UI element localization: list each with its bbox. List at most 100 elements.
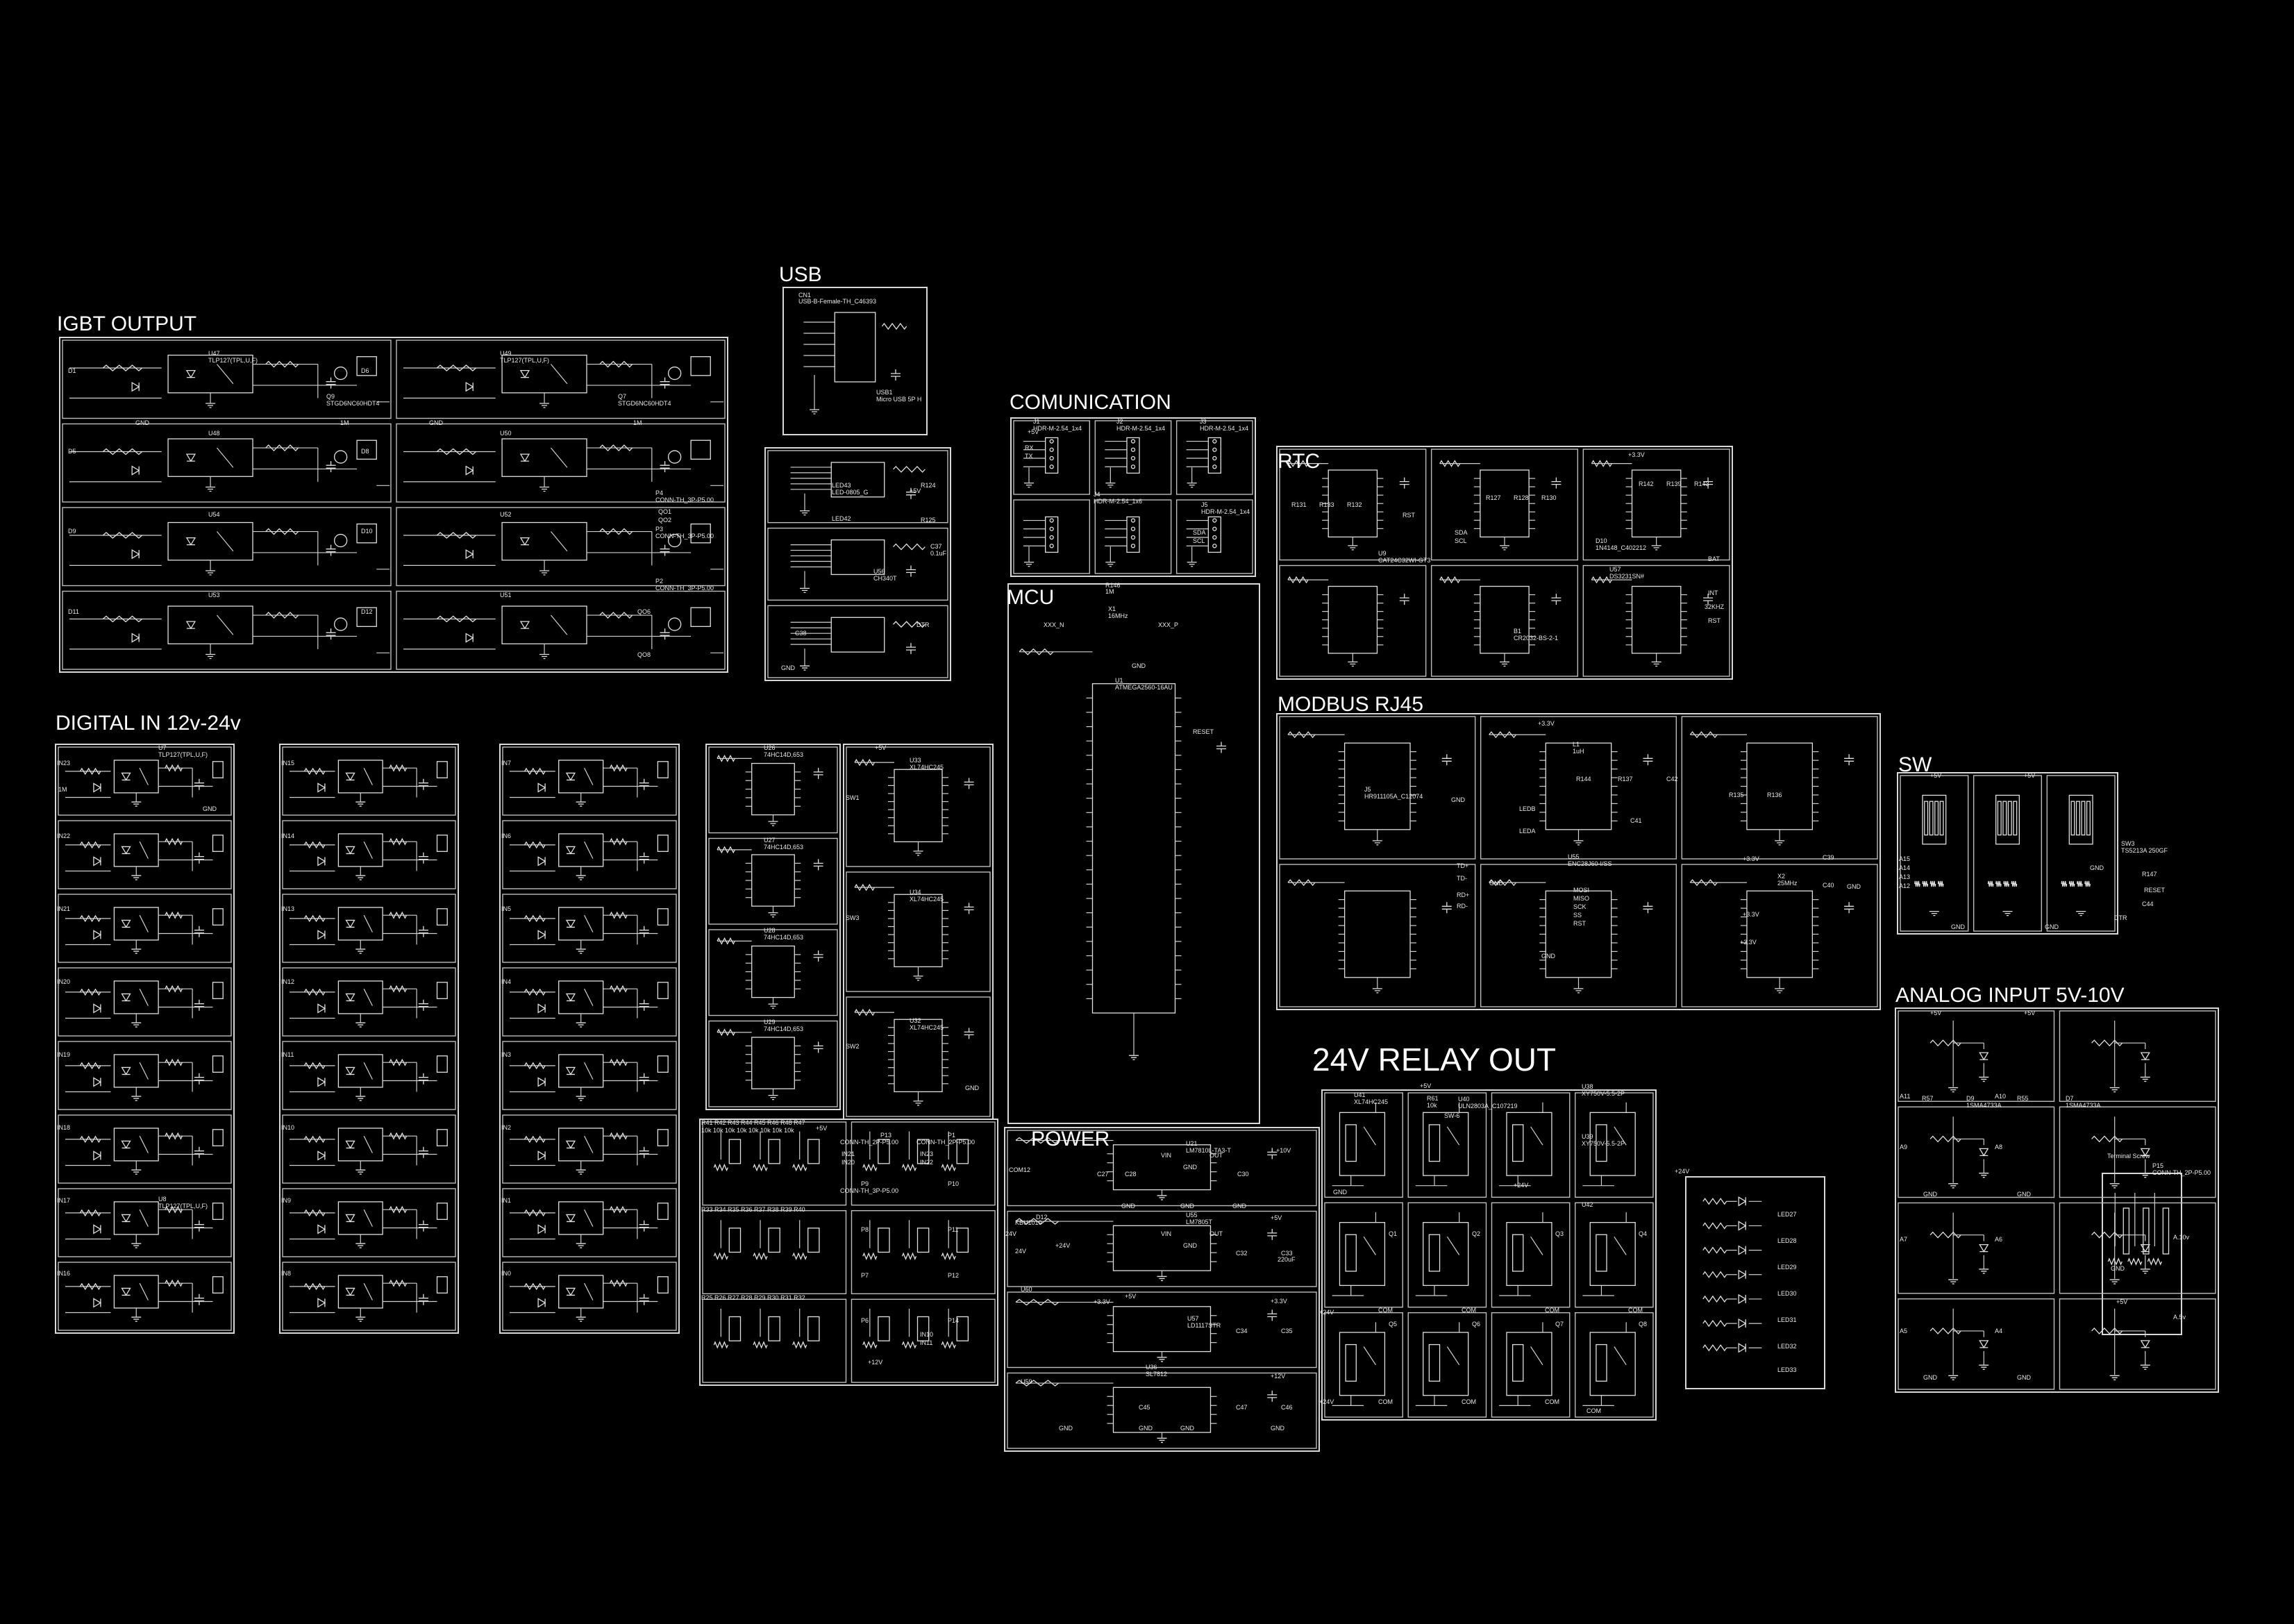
component-label: IN11 <box>920 1339 932 1346</box>
relay-body <box>1339 1222 1386 1287</box>
capacitor-symbol <box>194 1294 204 1305</box>
sub-block <box>62 590 392 670</box>
resistor-symbol <box>102 532 142 539</box>
component-label: 1N4148_C402212 <box>1596 544 1646 551</box>
pin <box>1130 439 1136 444</box>
component-label: IN6 <box>501 832 511 839</box>
sub-block <box>396 423 726 503</box>
diode-symbol <box>1738 1343 1747 1353</box>
capacitor-symbol <box>326 628 336 640</box>
terminal-block <box>878 1139 890 1164</box>
diode-symbol <box>345 993 355 1002</box>
component-label: GND <box>1923 1374 1938 1381</box>
relay-coil <box>1596 1343 1607 1382</box>
terminal <box>690 356 711 376</box>
relay-body <box>1589 1112 1636 1176</box>
component-label: R61 <box>1427 1095 1439 1102</box>
resistor-symbol <box>2147 1257 2162 1266</box>
resistor-symbol <box>436 615 476 623</box>
resistor-symbol <box>389 1279 407 1287</box>
resistor-symbol <box>165 1205 183 1214</box>
relay-body <box>1423 1332 1469 1396</box>
capacitor-symbol <box>1551 477 1562 489</box>
component-label: A.10v <box>2173 1234 2190 1241</box>
component-label: OUT <box>1209 1152 1223 1159</box>
wire <box>550 614 568 635</box>
pin <box>1130 464 1136 469</box>
transistor-symbol <box>668 617 682 631</box>
pin <box>1130 526 1136 531</box>
component-label: XXX_P <box>1158 621 1178 628</box>
sub-block <box>2059 1010 2216 1102</box>
relay-body <box>1506 1332 1552 1396</box>
sub-block <box>1582 449 1730 561</box>
component-label: +24V <box>1319 1398 1334 1405</box>
component-label: RESET <box>1193 728 1214 735</box>
relay-body <box>1506 1222 1552 1287</box>
component-label: GND <box>1180 1425 1195 1432</box>
resistor-symbol <box>102 365 142 371</box>
component-label: C30 <box>1237 1171 1249 1178</box>
sub-block <box>1279 716 1476 860</box>
component-label: U36 <box>1146 1364 1157 1371</box>
resistor-symbol <box>165 764 183 772</box>
section-frame <box>1895 1007 2219 1393</box>
component-label: C32 <box>1236 1250 1248 1257</box>
diode-symbol <box>185 370 196 378</box>
diode-symbol <box>93 1003 102 1014</box>
resistor-symbol <box>599 528 633 535</box>
component-label: R131 <box>1291 501 1307 508</box>
sub-block <box>767 605 948 678</box>
section-frame <box>1004 1127 1320 1452</box>
relay-coil <box>1596 1124 1607 1162</box>
capacitor-symbol <box>639 926 649 937</box>
terminal-block <box>2162 1207 2170 1255</box>
capacitor-symbol <box>418 999 428 1011</box>
diode-symbol <box>317 930 326 940</box>
component-label: +5V <box>1028 428 1039 435</box>
resistor-symbol <box>753 1252 768 1260</box>
diode-symbol <box>565 846 576 855</box>
component-label: LM7805T <box>1186 1219 1213 1225</box>
component-label: J1 <box>1033 418 1040 425</box>
pin <box>1212 526 1217 531</box>
diode-symbol <box>465 633 474 643</box>
component-label: LED32 <box>1777 1343 1797 1350</box>
component-label: D12 <box>1036 1214 1048 1221</box>
diode-symbol <box>519 621 530 630</box>
resistor-symbol <box>165 985 183 993</box>
resistor-symbol <box>524 841 546 849</box>
component-label: CR2032-BS-2-1 <box>1514 635 1558 642</box>
component-label: GND <box>1183 1242 1198 1249</box>
block-frame <box>705 744 841 1110</box>
transistor-symbol <box>668 533 682 548</box>
resistor-symbol <box>2091 1135 2123 1143</box>
component-label: LED-0805_G <box>832 489 869 496</box>
capacitor-symbol <box>906 643 916 655</box>
capacitor-symbol <box>194 852 204 864</box>
diode-symbol <box>121 846 131 855</box>
component-label: Q2 <box>1472 1230 1480 1237</box>
ground-symbol <box>2109 1087 2120 1093</box>
component-label: GND <box>1333 1189 1348 1196</box>
component-label: R146 <box>1105 582 1121 589</box>
sub-block <box>1575 1312 1654 1418</box>
diode-symbol <box>121 919 131 928</box>
resistor-symbol <box>1914 880 1920 887</box>
resistor-symbol <box>599 444 633 451</box>
wire <box>363 1062 373 1080</box>
wire <box>216 531 234 552</box>
section-frame <box>1276 446 1733 680</box>
resistor-symbol <box>609 985 628 993</box>
diode-symbol <box>565 919 576 928</box>
wire <box>584 1209 594 1227</box>
sub-block <box>767 527 948 601</box>
sub-block <box>58 820 232 889</box>
component-label: 1M <box>340 419 349 426</box>
wire <box>139 767 149 785</box>
component-label: TLP127(TPL,U,F) <box>500 357 549 364</box>
component-label: U33 <box>910 757 921 764</box>
resistor-symbol <box>524 1209 546 1217</box>
section-frame <box>59 337 728 673</box>
section-title: MODBUS RJ45 <box>1278 693 1423 716</box>
